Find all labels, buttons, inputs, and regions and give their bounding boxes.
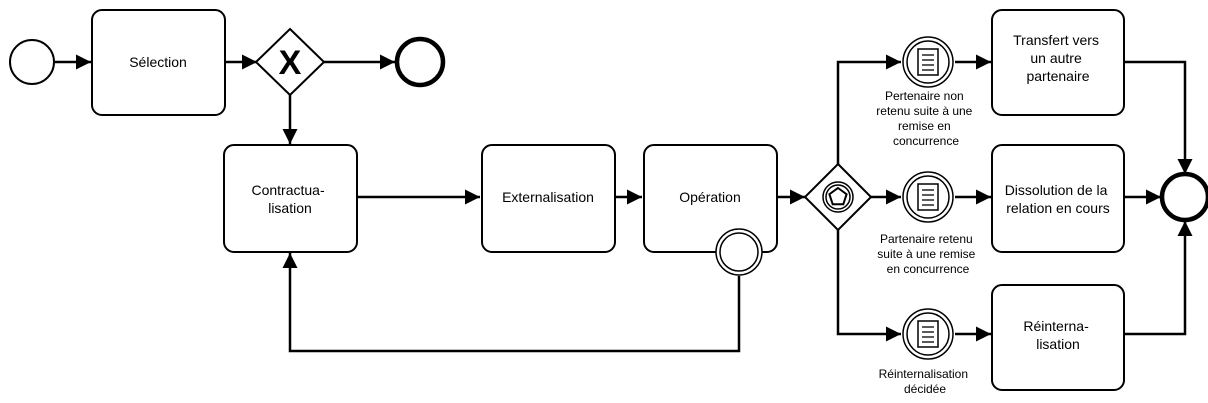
task-reinternalisation-label: Réinterna- lisation	[1023, 318, 1092, 352]
task-operation: Opération	[643, 144, 778, 253]
task-contractualisation: Contractua- lisation	[223, 144, 358, 253]
end-event-top	[394, 36, 446, 88]
flow-loop-back-to-contractualisation	[282, 253, 741, 353]
event-retenu	[902, 171, 954, 223]
pentagon-icon	[828, 186, 848, 206]
task-dissolution-label: Dissolution de la relation en cours	[1005, 182, 1112, 216]
event-non-retenu-label: Pertenaire non retenu suite à une remise…	[876, 89, 975, 148]
task-selection: Sélection	[91, 9, 226, 116]
event-reinternalisation-decidee	[902, 308, 954, 360]
exclusive-gateway: X	[254, 27, 326, 97]
task-contractualisation-label: Contractua- lisation	[251, 182, 328, 216]
start-event	[9, 39, 55, 85]
event-retenu-label: Partenaire retenu suite à une remise en …	[877, 232, 978, 276]
flow-event-gateway-to-reinternalisation-decidee	[836, 230, 901, 342]
task-externalisation: Externalisation	[481, 144, 616, 253]
document-icon	[917, 320, 939, 348]
flow-event-gateway-to-non-retenu	[836, 54, 901, 164]
gateway-x-symbol: X	[279, 44, 302, 82]
task-reinternalisation: Réinterna- lisation	[991, 284, 1125, 391]
event-non-retenu	[902, 36, 954, 88]
end-event-right	[1159, 171, 1208, 223]
sequence-flows	[55, 54, 1193, 353]
event-based-gateway	[803, 162, 873, 232]
task-transfert-label: Transfert vers un autre partenaire	[1013, 32, 1103, 84]
document-icon	[917, 183, 939, 211]
boundary-intermediate-event	[715, 228, 763, 276]
task-dissolution: Dissolution de la relation en cours	[991, 144, 1125, 253]
event-reinternalisation-decidee-label: Réinternalisation décidée	[879, 367, 972, 396]
document-icon	[917, 48, 939, 76]
task-operation-label: Opération	[679, 189, 740, 205]
task-externalisation-label: Externalisation	[502, 189, 594, 205]
flow-reinternalisation-to-end	[1124, 221, 1193, 336]
flow-transfert-to-end	[1124, 60, 1193, 174]
task-transfert: Transfert vers un autre partenaire	[991, 9, 1125, 116]
task-selection-label: Sélection	[129, 54, 187, 70]
